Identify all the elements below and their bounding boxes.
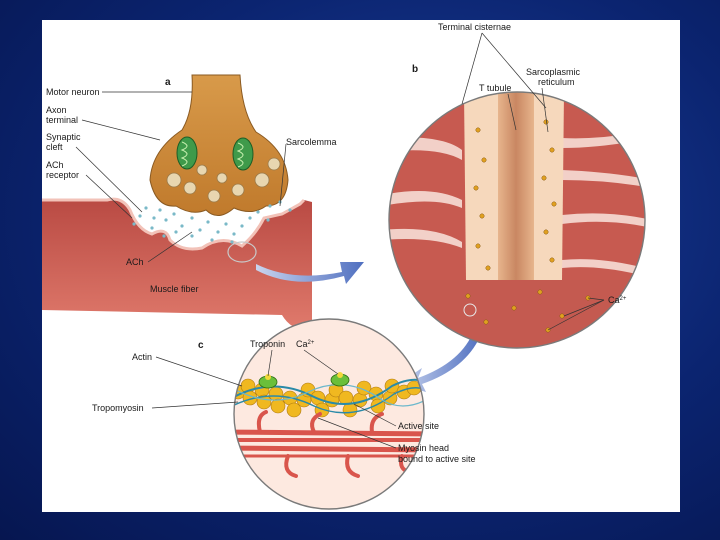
label-ach-receptor-2: receptor <box>46 170 79 180</box>
leader-axon-terminal <box>82 120 160 140</box>
label-ach-receptor-1: ACh <box>46 160 64 170</box>
leader-terminal-cisternae-1 <box>462 33 482 104</box>
t-tubule-shape <box>498 92 534 280</box>
panel-a-letter: a <box>165 77 171 88</box>
neuromuscular-diagram: a Motor neuron Axon terminal Synaptic cl… <box>42 20 680 512</box>
label-terminal-cisternae: Terminal cisternae <box>438 22 511 32</box>
label-myosin-head-2: bound to active site <box>398 454 476 464</box>
panel-b-letter: b <box>412 64 418 75</box>
label-ach: ACh <box>126 257 144 267</box>
label-t-tubule: T tubule <box>479 83 511 93</box>
panel-a: a Motor neuron Axon terminal Synaptic cl… <box>42 75 337 330</box>
label-axon-terminal-1: Axon <box>46 105 67 115</box>
muscle-fiber-shape <box>42 199 312 330</box>
label-active-site: Active site <box>398 421 439 431</box>
label-actin: Actin <box>132 352 152 362</box>
label-calcium-b: Ca2+ <box>608 295 627 305</box>
label-tropomyosin: Tropomyosin <box>92 403 144 413</box>
label-synaptic-cleft-1: Synaptic <box>46 132 81 142</box>
panel-b: b Terminal cisternae T tubule Sarcoplasm… <box>382 22 662 350</box>
leader-actin <box>156 357 242 386</box>
label-sarcoplasmic-1: Sarcoplasmic <box>526 67 581 77</box>
leader-tropomyosin <box>152 402 238 408</box>
label-troponin: Troponin <box>250 339 285 349</box>
diagram-slide: a Motor neuron Axon terminal Synaptic cl… <box>42 20 680 512</box>
panel-c: c Actin Troponin Ca2+ Tropomyosin Active… <box>92 319 476 509</box>
label-sarcolemma: Sarcolemma <box>286 137 337 147</box>
label-axon-terminal-2: terminal <box>46 115 78 125</box>
label-synaptic-cleft-2: cleft <box>46 142 63 152</box>
label-sarcoplasmic-2: reticulum <box>538 77 575 87</box>
panel-c-letter: c <box>198 340 204 351</box>
label-myosin-head-1: Myosin head <box>398 443 449 453</box>
label-muscle-fiber: Muscle fiber <box>150 284 199 294</box>
label-motor-neuron: Motor neuron <box>46 87 100 97</box>
